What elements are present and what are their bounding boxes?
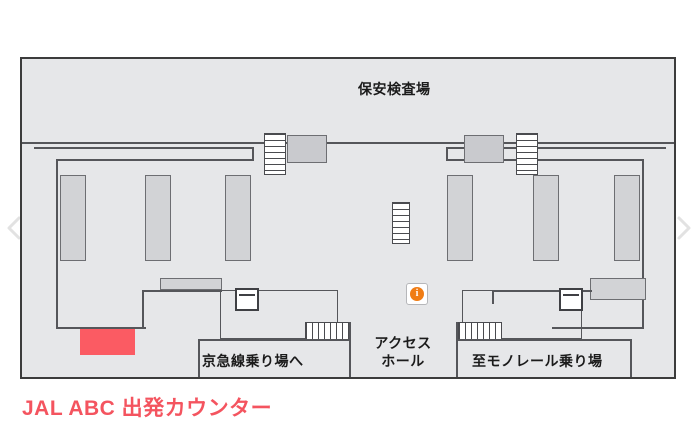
map-caption: JAL ABC 出発カウンター xyxy=(22,397,273,420)
access-hall-wall-left xyxy=(349,322,351,377)
checkin-counter-island-right-3 xyxy=(614,175,640,261)
left-room-wall-vertical xyxy=(142,290,144,329)
keikyu-room-bottom-wall xyxy=(198,339,350,341)
checkin-counter-island-left-3 xyxy=(225,175,251,261)
left-room-wall-top xyxy=(142,290,222,292)
keikyu-room-left-wall xyxy=(198,339,200,377)
elevator-icon-left xyxy=(235,288,259,311)
service-counter-right xyxy=(590,278,646,300)
right-hall-wall-horizontal xyxy=(446,159,644,161)
escalator-icon-lower-left xyxy=(305,322,349,340)
security-zone-divider-wall xyxy=(22,142,674,144)
keikyu-access-room-left xyxy=(220,290,338,339)
left-upper-wall-vertical xyxy=(252,147,254,161)
jal-abc-departure-counter-highlight[interactable] xyxy=(80,329,135,355)
terminal-floor-map[interactable]: i 保安検査場 京急線乗り場へ アクセス ホール 至モノレール乗り場 xyxy=(20,57,676,379)
monorail-room-bottom-wall xyxy=(457,339,632,341)
escalator-icon-upper-left xyxy=(264,133,286,175)
information-marker[interactable]: i xyxy=(406,283,428,305)
right-hall-wall-vertical xyxy=(642,159,644,329)
security-gate-block-left xyxy=(287,135,327,163)
right-room-wall-top xyxy=(492,290,592,292)
escalator-icon-lower-right xyxy=(458,322,502,340)
left-hall-wall-horizontal xyxy=(56,159,254,161)
checkin-counter-island-left-2 xyxy=(145,175,171,261)
elevator-icon-right xyxy=(559,288,583,311)
checkin-counter-island-right-1 xyxy=(447,175,473,261)
label-access-hall-line1: アクセス xyxy=(374,335,432,351)
monorail-access-room-right xyxy=(462,290,582,339)
checkin-counter-island-left-1 xyxy=(60,175,86,261)
right-upper-wall-horizontal xyxy=(446,147,666,149)
label-monorail-boarding: 至モノレール乗り場 xyxy=(472,353,603,369)
left-upper-wall-horizontal xyxy=(34,147,254,149)
chevron-right-icon xyxy=(674,214,694,242)
right-hall-wall-bottom xyxy=(552,327,644,329)
escalator-icon-upper-right xyxy=(516,133,538,175)
label-keikyu-boarding: 京急線乗り場へ xyxy=(202,353,304,369)
chevron-left-icon xyxy=(4,214,24,242)
monorail-room-right-wall xyxy=(630,339,632,377)
left-hall-wall-bottom xyxy=(56,327,146,329)
security-gate-block-right xyxy=(464,135,504,163)
information-icon: i xyxy=(410,287,424,301)
access-hall-wall-right xyxy=(456,322,458,377)
right-upper-wall-vertical xyxy=(446,147,448,161)
carousel-prev-button[interactable] xyxy=(1,208,27,248)
service-counter-left xyxy=(160,278,222,290)
escalator-icon-center xyxy=(392,202,410,244)
label-security-checkpoint: 保安検査場 xyxy=(358,81,431,97)
label-access-hall-line2: ホール xyxy=(381,353,425,369)
carousel-next-button[interactable] xyxy=(671,208,697,248)
checkin-counter-island-right-2 xyxy=(533,175,559,261)
left-hall-wall-vertical xyxy=(56,159,58,329)
right-room-wall-vertical xyxy=(492,290,494,304)
